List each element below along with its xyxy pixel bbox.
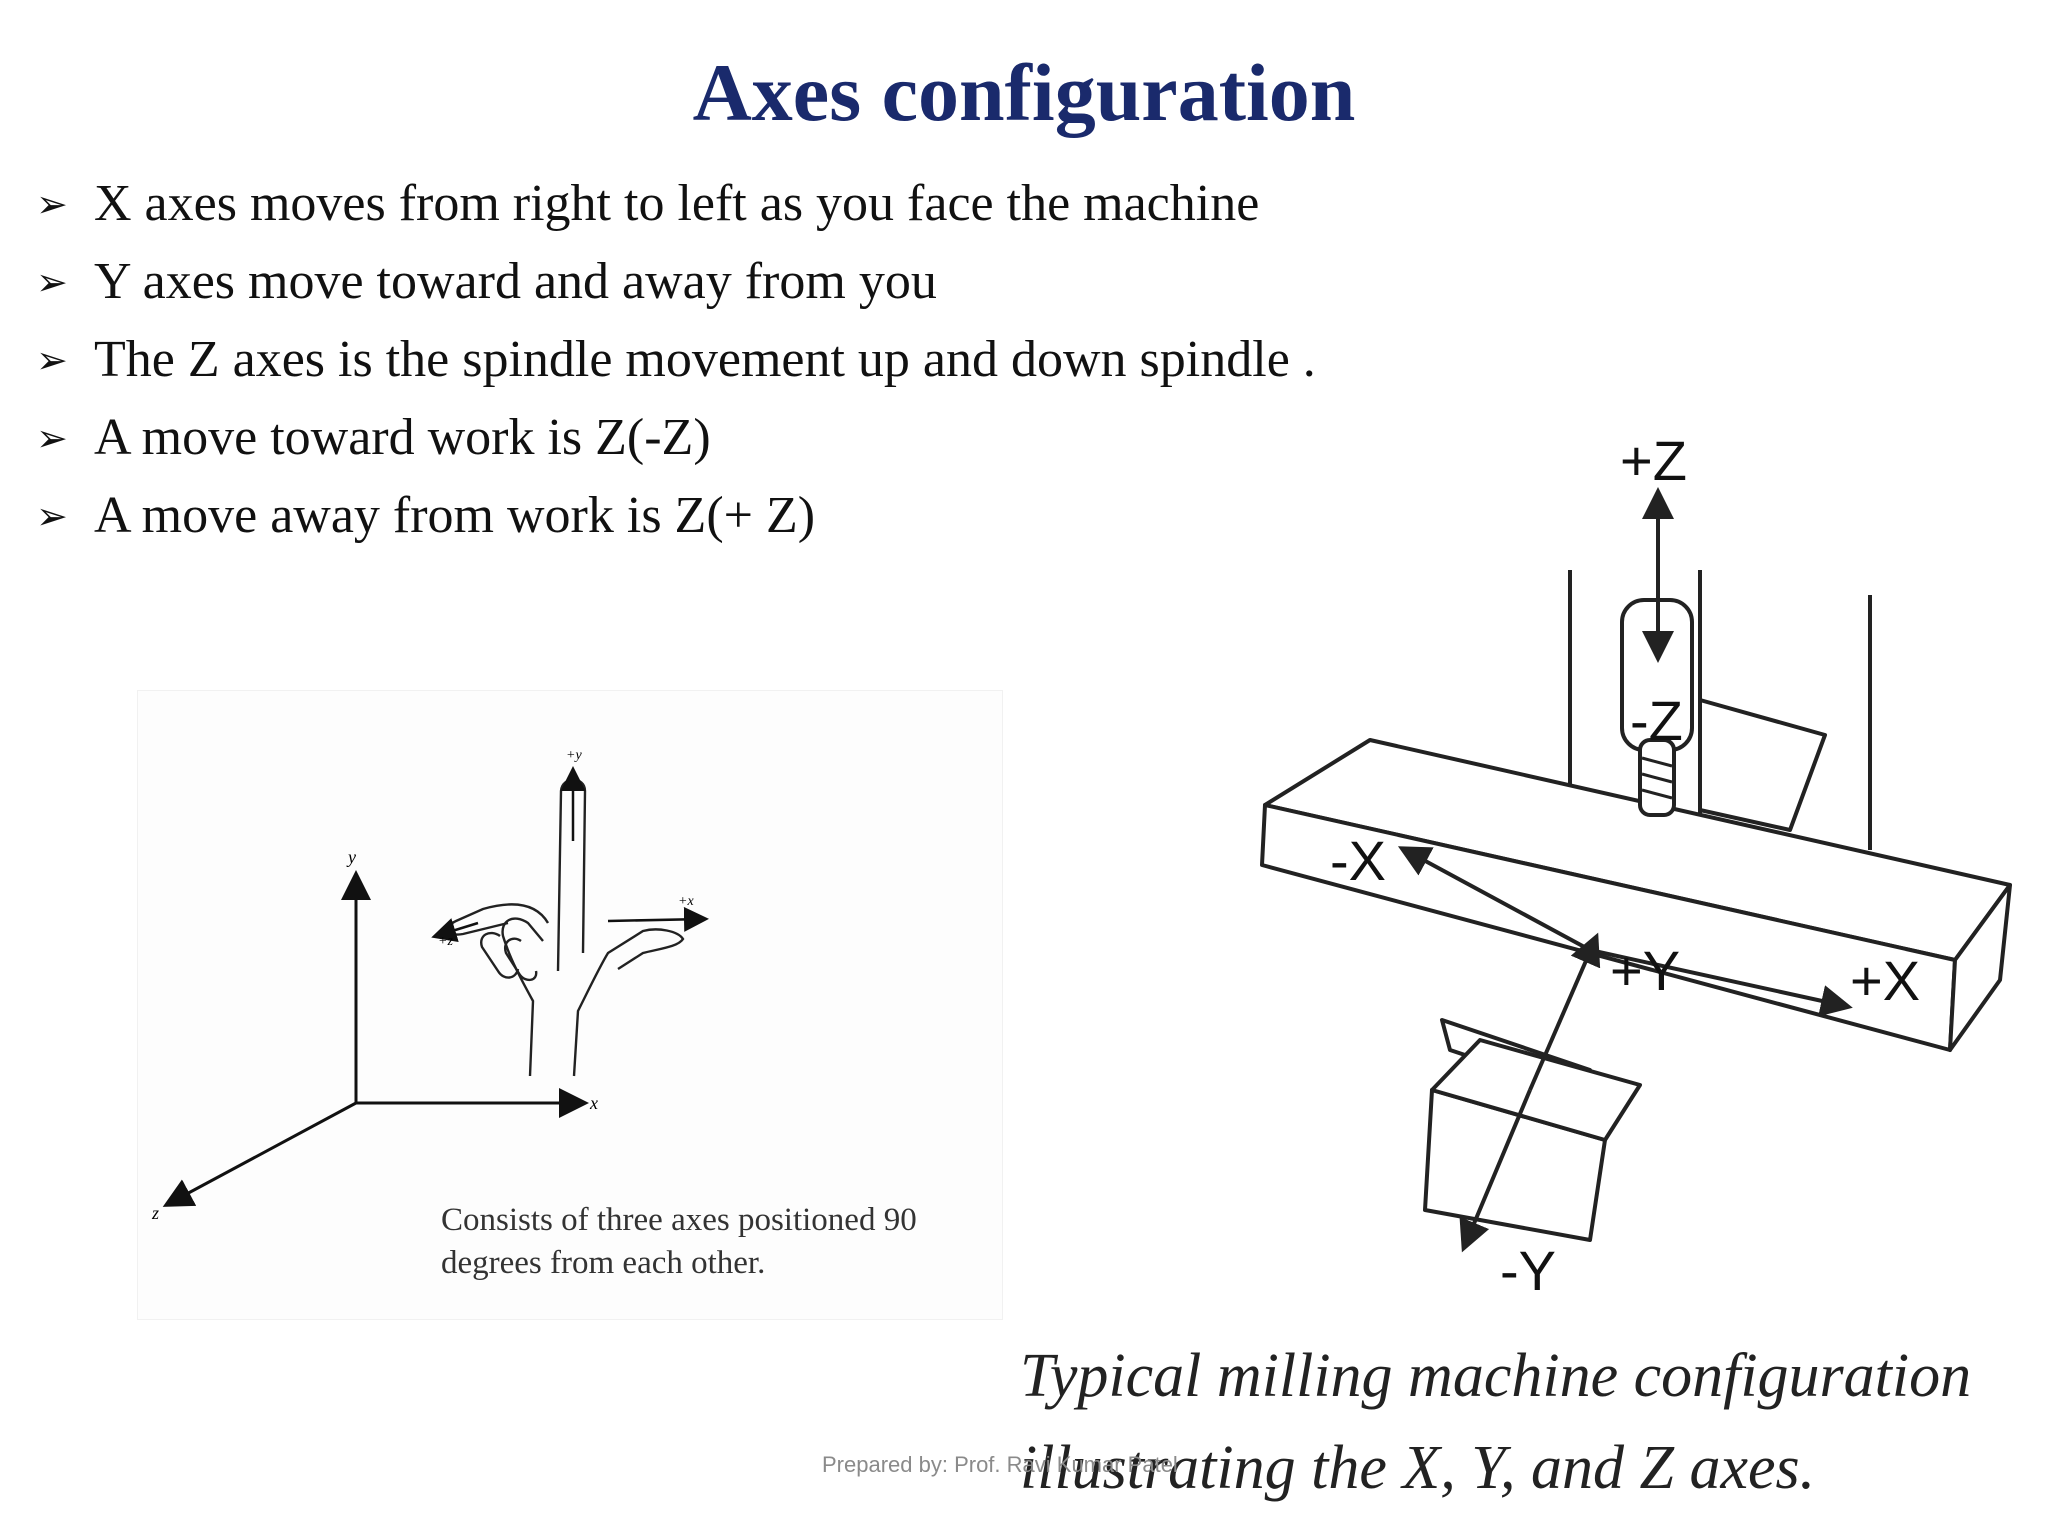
milling-machine-figure: +Z -Z -X +X +Y -Y [1230, 429, 2046, 1315]
bullet-text: X axes moves from right to left as you f… [94, 175, 1260, 232]
minus-y-arrow [1459, 1089, 1532, 1253]
footer-credit: Prepared by: Prof. Ravi Kumar Patel [822, 1452, 1178, 1477]
bullet-item: ➢ The Z axes is the spindle movement up a… [36, 321, 1316, 399]
bullet-item: ➢ A move toward work is Z(-Z) [36, 399, 1316, 477]
bullet-item: ➢ A move away from work is Z(+ Z) [36, 477, 1316, 555]
hand-rule-icon [447, 778, 685, 1077]
minus-x-arrow [1397, 846, 1591, 952]
plus-x-label: +X [1850, 949, 1920, 1012]
plus-z-label: +z [438, 934, 453, 949]
arrowhead-bullet-icon: ➢ [36, 416, 68, 460]
bullet-text: The Z axes is the spindle movement up an… [94, 331, 1316, 388]
axes-diagram: y x z +y +x +z [151, 748, 709, 1223]
axes-figure-caption: Consists of three axes positioned 90 deg… [441, 1202, 917, 1281]
arrowhead-bullet-icon: ➢ [36, 494, 68, 538]
y-axis-label: y [346, 847, 356, 867]
arrowhead-bullet-icon: ➢ [36, 182, 68, 226]
slide-title: Axes configuration [692, 47, 1356, 138]
x-axis-label: x [589, 1093, 598, 1113]
milling-caption-line2: illustrating the X, Y, and Z axes. [1020, 1434, 1816, 1502]
plus-x-label: +x [678, 894, 694, 909]
arrowhead-bullet-icon: ➢ [36, 338, 68, 382]
bullet-text: A move toward work is Z(-Z) [94, 409, 711, 466]
coordinate-axes-figure: y x z +y +x +z Consists of three axes po… [137, 690, 1003, 1320]
z-axis-line [162, 1101, 357, 1207]
bullet-item: ➢ X axes moves from right to left as you … [36, 165, 1316, 243]
plus-z-arrow [431, 918, 479, 943]
milling-figure-caption: Typical milling machine configuration il… [1020, 1330, 2048, 1514]
bullet-text: A move away from work is Z(+ Z) [94, 487, 816, 544]
plus-x-arrow [1589, 948, 1853, 1017]
minus-x-label: -X [1330, 829, 1386, 892]
plus-x-arrow [607, 906, 709, 932]
minus-z-label: -Z [1630, 689, 1683, 752]
z-axis-label: z [151, 1203, 159, 1223]
arrowhead-bullet-icon: ➢ [36, 260, 68, 304]
milling-diagram: +Z -Z -X +X +Y -Y [1260, 429, 2012, 1302]
minus-y-label: -Y [1500, 1239, 1556, 1302]
bullet-list: ➢ X axes moves from right to left as you … [36, 165, 1316, 555]
milling-caption-line1: Typical milling machine configuration [1020, 1342, 1972, 1410]
plus-z-label: +Z [1620, 440, 1687, 492]
plus-y-arrow [1528, 932, 1601, 1091]
bullet-text: Y axes move toward and away from you [94, 253, 937, 310]
bullet-item: ➢ Y axes move toward and away from you [36, 243, 1316, 321]
plus-y-label: +Y [1610, 939, 1680, 1002]
plus-y-label: +y [566, 748, 582, 763]
